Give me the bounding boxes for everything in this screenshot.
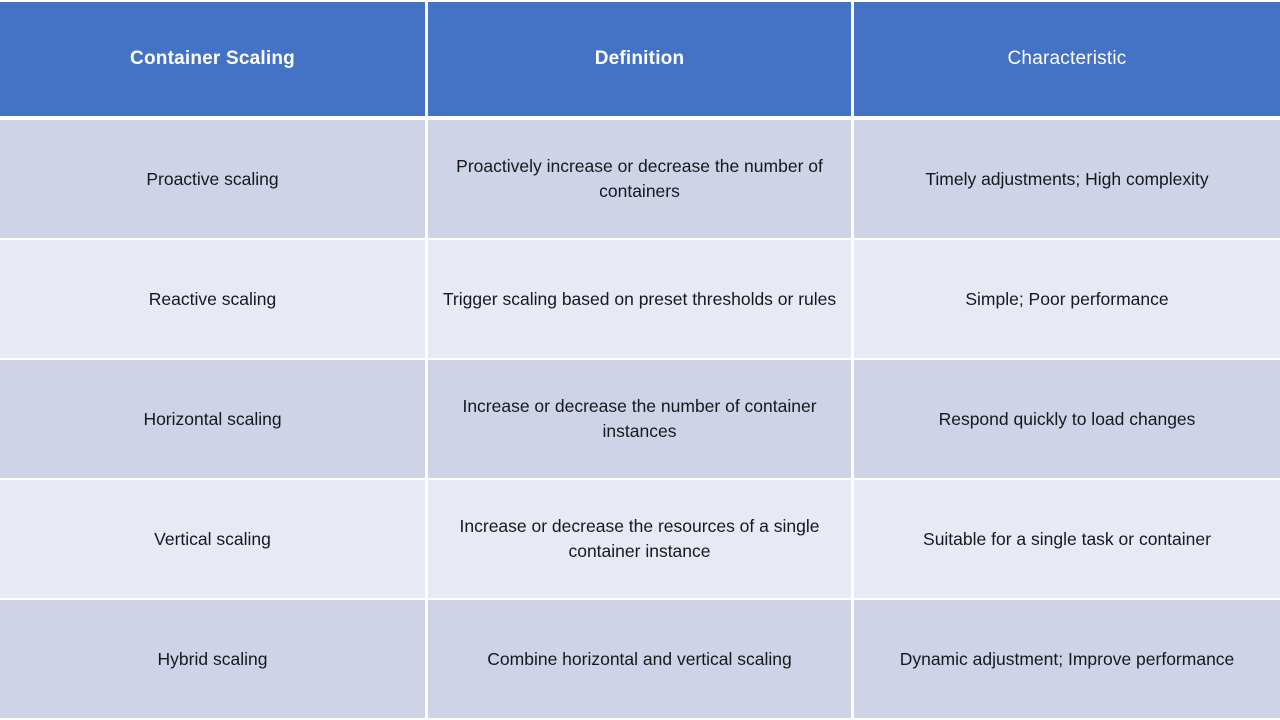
- cell-definition: Proactively increase or decrease the num…: [428, 120, 851, 238]
- cell-text: Hybrid scaling: [157, 648, 268, 669]
- cell-text: Vertical scaling: [154, 528, 271, 549]
- cell-scaling: Horizontal scaling: [0, 360, 425, 478]
- cell-text: Increase or decrease the number of conta…: [462, 396, 817, 441]
- cell-scaling: Reactive scaling: [0, 240, 425, 358]
- table-row: Hybrid scaling Combine horizontal and ve…: [0, 600, 1280, 718]
- table-row: Reactive scaling Trigger scaling based o…: [0, 240, 1280, 358]
- cell-characteristic: Respond quickly to load changes: [854, 360, 1280, 478]
- table-row: Vertical scaling Increase or decrease th…: [0, 480, 1280, 598]
- cell-text: Proactively increase or decrease the num…: [456, 156, 823, 201]
- cell-scaling: Proactive scaling: [0, 120, 425, 238]
- table-header-row: Container Scaling Definition Characteris…: [0, 2, 1280, 116]
- cell-text: Timely adjustments; High complexity: [925, 168, 1209, 189]
- cell-text: Combine horizontal and vertical scaling: [487, 648, 792, 669]
- cell-definition: Trigger scaling based on preset threshol…: [428, 240, 851, 358]
- cell-text: Suitable for a single task or container: [923, 528, 1211, 549]
- cell-text: Reactive scaling: [148, 288, 277, 309]
- column-header-definition: Definition: [428, 2, 851, 116]
- column-header-characteristic: Characteristic: [854, 2, 1280, 116]
- cell-text: Simple; Poor performance: [965, 288, 1169, 309]
- column-header-container-scaling: Container Scaling: [0, 2, 425, 116]
- table-row: Horizontal scaling Increase or decrease …: [0, 360, 1280, 478]
- cell-definition: Combine horizontal and vertical scaling: [428, 600, 851, 718]
- cell-characteristic: Suitable for a single task or container: [854, 480, 1280, 598]
- cell-text: Increase or decrease the resources of a …: [459, 516, 820, 561]
- cell-characteristic: Simple; Poor performance: [854, 240, 1280, 358]
- cell-characteristic: Dynamic adjustment; Improve performance: [854, 600, 1280, 718]
- table-row: Proactive scaling Proactively increase o…: [0, 120, 1280, 238]
- cell-definition: Increase or decrease the number of conta…: [428, 360, 851, 478]
- cell-text: Proactive scaling: [146, 168, 279, 189]
- table-body: Proactive scaling Proactively increase o…: [0, 120, 1280, 720]
- cell-text: Respond quickly to load changes: [938, 408, 1196, 429]
- cell-characteristic: Timely adjustments; High complexity: [854, 120, 1280, 238]
- cell-text: Horizontal scaling: [143, 408, 282, 429]
- cell-text: Trigger scaling based on preset threshol…: [442, 288, 837, 309]
- cell-scaling: Vertical scaling: [0, 480, 425, 598]
- cell-text: Dynamic adjustment; Improve performance: [899, 648, 1235, 669]
- cell-scaling: Hybrid scaling: [0, 600, 425, 718]
- cell-definition: Increase or decrease the resources of a …: [428, 480, 851, 598]
